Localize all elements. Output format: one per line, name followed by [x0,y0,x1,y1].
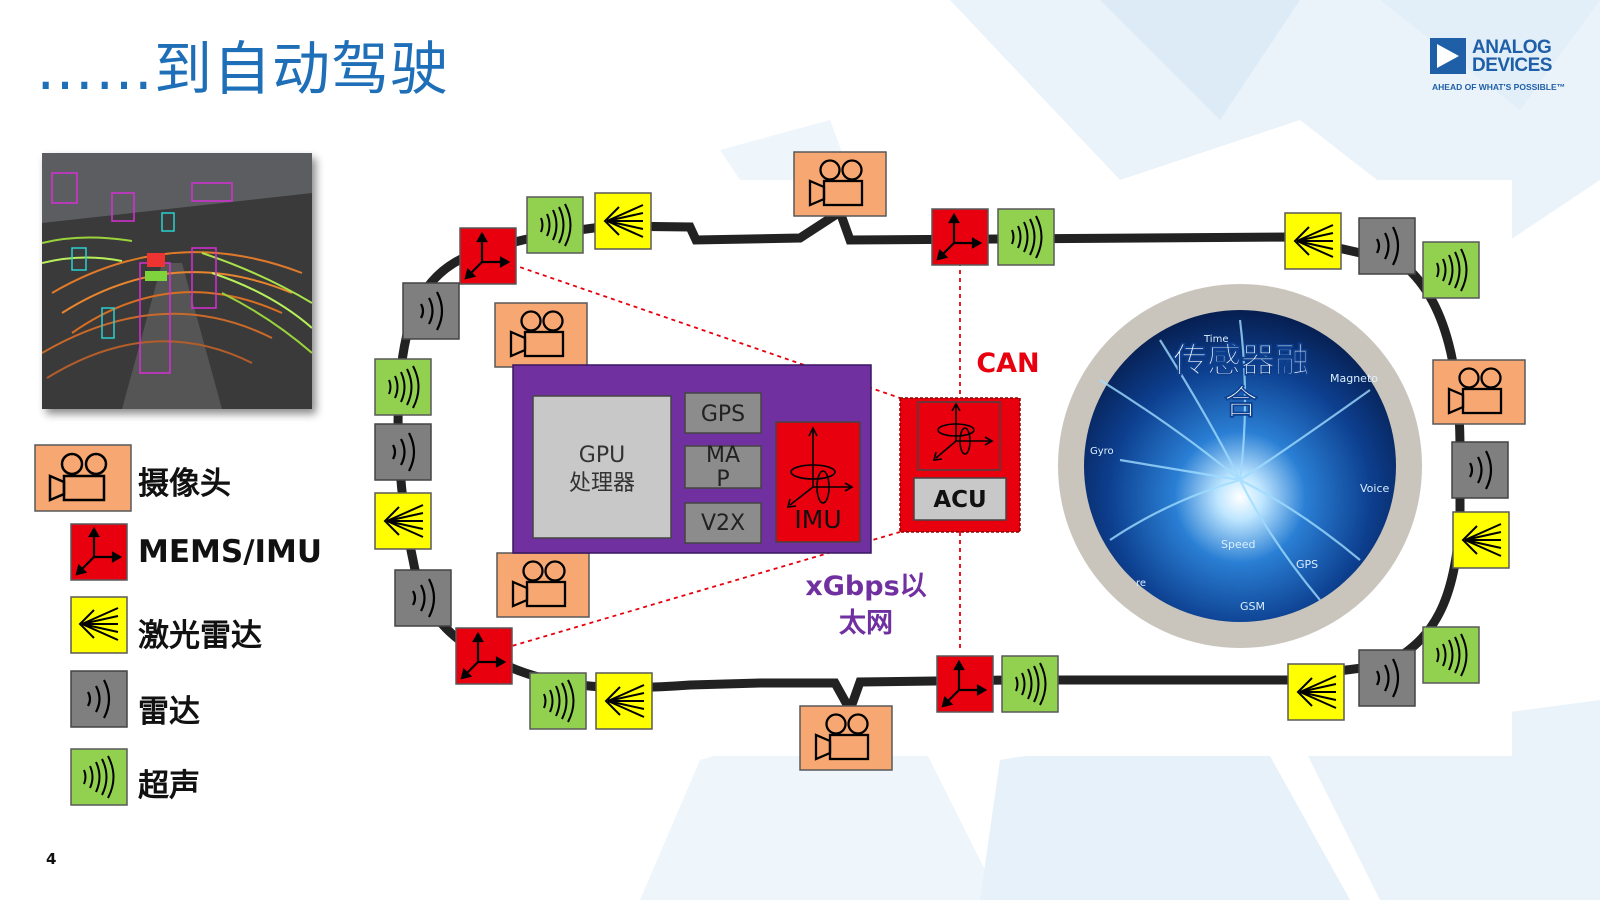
camera-sensor-inner-bottom [495,551,591,619]
lidar-sensor-top-right [1284,212,1342,270]
camera-sensor-inner-top [493,301,589,369]
fusion-label-line1: 传感器融 [1172,341,1309,381]
acu-label: ACU [933,487,986,513]
fusion-word-time: Time [1203,334,1228,345]
ultrasonic-sensor-bottom-right [1422,626,1480,684]
page-number: 4 [46,850,57,868]
legend-label-ultrasonic: 超声 [138,768,200,804]
analog-devices-logo-mark-icon [1430,38,1466,74]
ultrasonic-sensor-top-1 [526,196,584,254]
v2x-label: V2X [701,511,745,536]
gps-box [684,392,762,434]
lidar-sensor-top-1 [594,192,652,250]
fusion-word-gsm: GSM [1240,600,1265,613]
ultrasonic-sensor-bottom-2 [1001,655,1059,713]
can-label: CAN [976,348,1039,379]
gps-label: GPS [701,402,745,427]
fusion-swirl-lines [1099,319,1371,601]
legend-lidar-icon [70,596,128,654]
legend-label-mems-imu: MEMS/IMU [138,534,323,570]
camera-sensor-right [1431,358,1527,426]
legend-label-lidar: 激光雷达 [138,618,262,654]
lidar-sensor-left [374,492,432,550]
connection-lines [504,261,961,652]
radar-sensor-left-1 [401,281,461,341]
fusion-word-voice: Voice [1360,482,1390,495]
ethernet-label-line1: xGbps以 [805,571,926,602]
imu-sensor-bottom-left [454,626,514,686]
ethernet-label-line2: 太网 [839,608,893,639]
radar-sensor-left-2 [373,422,433,482]
legend-ultrasonic-icon [70,748,128,806]
imu-sensor-top-center [930,207,990,267]
slide-title: ……到自动驾驶 [36,35,450,103]
logo-line2: DEVICES [1472,55,1552,76]
fusion-word-speed: Speed [1221,538,1255,551]
imu-sensor-bottom-center [935,654,995,714]
imu-axes-icon [786,426,854,508]
ultrasonic-sensor-top-right [1422,241,1480,299]
fusion-word-gyro: Gyro [1090,446,1114,457]
fusion-word-magneto: Magneto [1330,372,1378,385]
imu-label: IMU [794,505,841,534]
legend-label-radar: 雷达 [138,694,200,730]
legend-mems-imu-icon [70,523,128,581]
legend-radar-icon [70,670,128,728]
gpu-label-line2: 处理器 [569,471,635,496]
logo-line1: ANALOG [1472,37,1552,58]
map-box [684,445,762,489]
radar-sensor-right [1450,440,1510,500]
radar-sensor-left-3 [393,568,453,628]
radar-sensor-top-right [1357,216,1417,276]
gpu-label-line1: GPU [579,443,625,468]
acu-box [913,477,1007,521]
lidar-sensor-right [1452,511,1510,569]
logo-tagline: AHEAD OF WHAT'S POSSIBLE™ [1432,82,1566,92]
lidar-sensor-bottom-1 [595,672,653,730]
lidar-point-cloud-image [42,153,312,409]
imu-sensor-top-left [458,226,518,286]
legend-camera-icon [34,444,132,512]
lidar-sensor-bottom-right [1287,663,1345,721]
ultrasonic-sensor-left [374,358,432,416]
analog-devices-logo: ANALOG DEVICES AHEAD OF WHAT'S POSSIBLE™ [1430,38,1570,96]
v2x-box [684,502,762,544]
acu-imu-axes-icon [932,402,994,461]
fusion-word-gps: GPS [1296,558,1318,571]
radar-sensor-bottom-right [1357,648,1417,708]
map-label-line2: P [716,467,729,492]
fusion-core-image [1084,310,1396,622]
ultrasonic-sensor-bottom-1 [529,672,587,730]
camera-sensor-top [792,150,888,218]
gpu-processor-box [532,395,672,539]
ultrasonic-sensor-top-2 [997,208,1055,266]
map-label-line1: MA [706,443,740,468]
camera-sensor-bottom [798,704,894,772]
fusion-label-line2: 合 [1224,383,1258,423]
fusion-word-re: re [1136,578,1146,589]
legend-label-camera: 摄像头 [138,466,231,502]
